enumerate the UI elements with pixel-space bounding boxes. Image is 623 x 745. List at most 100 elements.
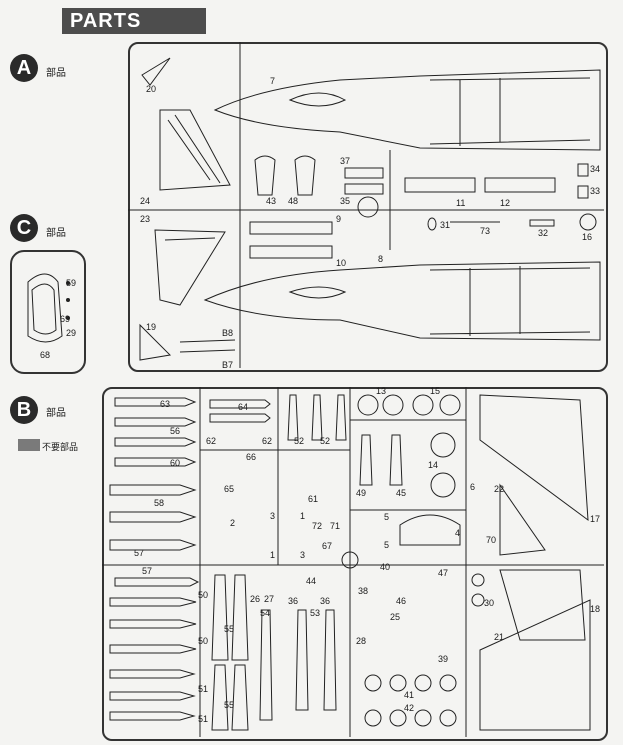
part-number: 19 (146, 322, 157, 332)
part-number: 66 (246, 452, 257, 462)
part-number: 61 (308, 494, 319, 504)
part-number: 39 (438, 654, 449, 664)
part-number: 35 (340, 196, 351, 206)
part-number: 1 (270, 550, 276, 560)
part-number: 16 (582, 232, 593, 242)
part-number: 30 (484, 598, 495, 608)
section-b-label: 部品 (46, 408, 66, 419)
part-number: 36 (320, 596, 331, 606)
part-number: 55 (224, 700, 235, 710)
part-number: 10 (336, 258, 347, 268)
part-number: 44 (306, 576, 317, 586)
fuselage-half-lower (203, 261, 601, 341)
part-number: 62 (206, 436, 217, 446)
part-number: B7 (222, 360, 234, 370)
part-number: 4 (455, 528, 461, 538)
unused-parts-label: 不要部品 (42, 442, 79, 452)
part-number: 72 (312, 521, 323, 531)
part-number: 57 (142, 566, 153, 576)
part-number: 1 (300, 511, 306, 521)
part-number: 55 (224, 624, 235, 634)
part-number: 52 (294, 436, 305, 446)
part-number: 23 (140, 214, 151, 224)
part-number: 3 (270, 511, 276, 521)
part-number: 24 (140, 196, 151, 206)
part-number: 2 (230, 518, 236, 528)
part-number: 33 (590, 186, 601, 196)
part-number: 59 (66, 278, 77, 288)
part-number: 73 (480, 226, 491, 236)
part-number: 49 (356, 488, 367, 498)
part-number: 31 (440, 220, 451, 230)
sprue-c-frame (10, 250, 86, 374)
sprue-b-frame (102, 387, 608, 741)
part-number: 69 (60, 314, 71, 324)
part-number: 63 (160, 399, 171, 409)
part-number: 45 (396, 488, 407, 498)
sprue-a-frame (128, 42, 608, 372)
part-number: 60 (170, 458, 181, 468)
part-number: 40 (380, 562, 391, 572)
part-number: 53 (310, 608, 321, 618)
part-number: 7 (270, 76, 276, 86)
part-number: 52 (320, 436, 331, 446)
part-number: 6 (470, 482, 476, 492)
section-b-badge: B (10, 396, 38, 424)
section-c-label: 部品 (46, 228, 66, 239)
part-number: 18 (590, 604, 601, 614)
part-number: 42 (404, 703, 415, 713)
part-number: 58 (154, 498, 165, 508)
unused-parts-swatch (18, 439, 40, 451)
part-number: 32 (538, 228, 549, 238)
part-number: 29 (66, 328, 77, 338)
part-number: 28 (356, 636, 367, 646)
part-number: 36 (288, 596, 299, 606)
wing-part-24 (159, 109, 231, 191)
part-number: 11 (456, 198, 466, 208)
fuselage-half-upper (213, 69, 601, 151)
section-c-badge: C (10, 214, 38, 242)
part-number: 51 (198, 684, 209, 694)
part-number: 34 (590, 164, 601, 174)
part-number: 15 (430, 386, 441, 396)
part-number: 41 (404, 690, 415, 700)
part-number: 14 (428, 460, 439, 470)
part-20 (141, 57, 171, 86)
part-number: 62 (262, 436, 273, 446)
part-number: 13 (376, 386, 387, 396)
part-number: 8 (378, 254, 384, 264)
part-number: 17 (590, 514, 601, 524)
part-number: 21 (494, 632, 505, 642)
part-number: 67 (322, 541, 333, 551)
tail-fin-18 (499, 569, 586, 641)
section-a-label: 部品 (46, 68, 66, 79)
part-number: 38 (358, 586, 369, 596)
part-number: 51 (198, 714, 209, 724)
part-number: 20 (146, 84, 157, 94)
part-number: 46 (396, 596, 407, 606)
part-number: 12 (500, 198, 511, 208)
section-a-badge: A (10, 54, 38, 82)
part-number: 68 (40, 350, 51, 360)
tail-fin-17 (479, 394, 589, 522)
part-number: 57 (134, 548, 145, 558)
part-number: 5 (384, 512, 390, 522)
part-number: 43 (266, 196, 277, 206)
part-number: 48 (288, 196, 299, 206)
part-number: 50 (198, 636, 209, 646)
part-number: 70 (486, 535, 497, 545)
part-number: B8 (222, 328, 234, 338)
page-title: PARTS (62, 8, 206, 34)
part-number: 47 (438, 568, 449, 578)
part-number: 50 (198, 590, 209, 600)
part-number: 26 (250, 594, 261, 604)
part-number: 54 (260, 608, 271, 618)
wing-part-23 (154, 229, 226, 306)
part-number: 56 (170, 426, 181, 436)
part-number: 71 (330, 521, 341, 531)
part-number: 37 (340, 156, 351, 166)
part-number: 9 (336, 214, 342, 224)
part-number: 5 (384, 540, 390, 550)
part-number: 27 (264, 594, 275, 604)
